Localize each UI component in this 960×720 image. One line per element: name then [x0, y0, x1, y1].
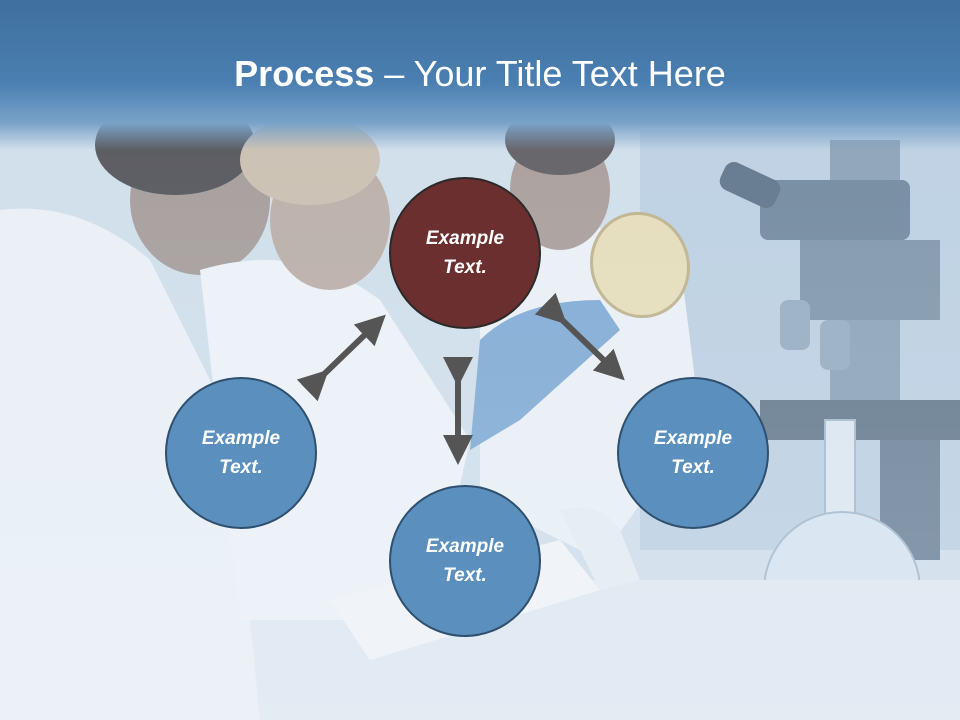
process-node-left[interactable]: Example Text. — [165, 377, 317, 529]
node-label-left: Example Text. — [201, 428, 281, 478]
title-bar — [0, 0, 960, 150]
node-label-right: Example Text. — [653, 428, 733, 478]
process-node-top[interactable]: Example Text. — [389, 177, 541, 329]
process-node-bottom[interactable]: Example Text. — [389, 485, 541, 637]
slide-title[interactable]: Process – Your Title Text Here — [0, 52, 960, 96]
title-bold: Process — [234, 53, 375, 94]
node-label-bottom: Example Text. — [425, 536, 505, 586]
title-rest: – Your Title Text Here — [374, 53, 726, 94]
process-node-right[interactable]: Example Text. — [617, 377, 769, 529]
node-label-top: Example Text. — [425, 228, 505, 278]
